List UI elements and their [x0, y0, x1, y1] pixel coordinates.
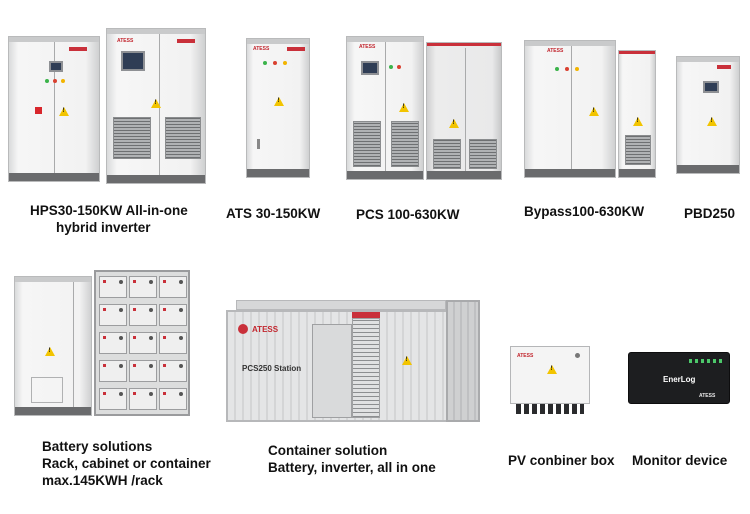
container-caption-line2: Battery, inverter, all in one	[268, 460, 436, 475]
battery-caption-line1: Battery solutions	[42, 439, 153, 454]
ventilation-grille	[113, 117, 151, 159]
brand-mark: ATESS	[253, 46, 270, 52]
hps-cabinet-left	[8, 36, 100, 182]
ventilation-grille	[165, 117, 201, 159]
monitor-label: EnerLog	[663, 375, 696, 384]
brand-mark: ATESS	[517, 353, 534, 359]
pcs-caption: PCS 100-630KW	[356, 207, 460, 222]
display-screen-icon	[121, 51, 145, 71]
warning-icon	[707, 117, 717, 126]
display-screen-icon	[703, 81, 719, 93]
hps-cabinet-right: ATESS	[106, 28, 206, 184]
brand-mark: ATESS	[117, 38, 134, 44]
warning-icon	[633, 117, 643, 126]
brand-mark: ATESS	[699, 393, 716, 399]
container-door	[312, 324, 352, 418]
ventilation-grille	[625, 135, 651, 165]
warning-icon	[589, 107, 599, 116]
warning-icon	[399, 103, 409, 112]
bypass-cabinet-image: ATESS	[524, 40, 658, 178]
container-front: ATESS PCS250 Station	[226, 310, 448, 422]
display-screen-icon	[361, 61, 379, 75]
container-caption-line1: Container solution	[268, 443, 388, 458]
container-louver	[352, 318, 380, 418]
ats-caption: ATS 30-150KW	[226, 206, 321, 221]
warning-icon	[45, 347, 55, 356]
pcs-cabinet-image: ATESS	[346, 36, 504, 180]
brand-mark: ATESS	[547, 48, 564, 54]
ventilation-grille	[391, 121, 419, 167]
container-label: PCS250 Station	[242, 364, 302, 373]
warning-icon	[547, 365, 557, 374]
battery-caption-line3: max.145KWH /rack	[42, 473, 163, 488]
monitor-caption: Monitor device	[632, 453, 728, 468]
warning-icon	[274, 97, 284, 106]
pv-combiner-box-image: ATESS	[510, 346, 590, 418]
monitor-device-image: EnerLog ATESS	[628, 348, 732, 406]
pbd-cabinet-image	[676, 56, 740, 174]
ventilation-grille	[469, 139, 497, 169]
hps-caption-line2: hybrid inverter	[56, 220, 151, 235]
warning-icon	[59, 107, 69, 116]
cable-glands	[516, 404, 584, 414]
ventilation-grille	[353, 121, 381, 167]
ventilation-grille	[433, 139, 461, 169]
container-image: ATESS PCS250 Station	[226, 300, 482, 424]
hps-hybrid-inverter-image: ATESS	[8, 28, 208, 184]
ats-cabinet-image: ATESS	[246, 38, 310, 178]
hps-caption-line1: HPS30-150KW All-in-one	[30, 203, 188, 218]
warning-icon	[151, 99, 161, 108]
brand-mark: ATESS	[252, 325, 279, 334]
display-screen-icon	[49, 61, 63, 72]
warning-icon	[449, 119, 459, 128]
battery-cabinet	[14, 276, 92, 416]
battery-caption-line2: Rack, cabinet or container	[42, 456, 211, 471]
pbd-caption: PBD250	[684, 206, 736, 221]
battery-rack-image	[14, 270, 190, 420]
battery-rack-frame	[94, 270, 190, 416]
pv-caption: PV conbiner box	[508, 453, 615, 468]
bypass-caption: Bypass100-630KW	[524, 204, 645, 219]
container-side	[446, 300, 480, 422]
brand-mark: ATESS	[359, 44, 376, 50]
warning-icon	[402, 356, 412, 365]
